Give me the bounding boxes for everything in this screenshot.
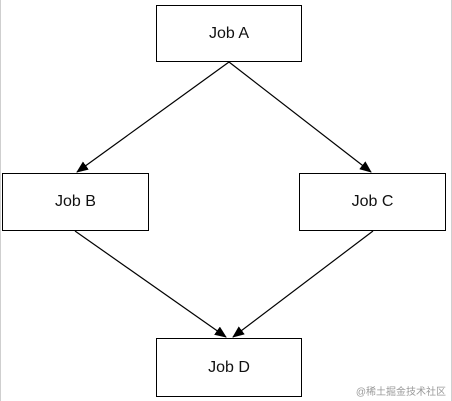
- job-c-label: Job C: [351, 193, 394, 210]
- edge-a-to-c: [228, 61, 372, 173]
- job-d-node: Job D: [156, 338, 302, 397]
- edge-b-to-d: [74, 230, 227, 338]
- job-d-label: Job D: [208, 358, 250, 376]
- job-b-node: Job B: [2, 173, 149, 231]
- job-a-node: Job A: [156, 5, 302, 62]
- frame-left-border: [0, 0, 1, 401]
- watermark-text: @稀土掘金技术社区: [355, 387, 446, 398]
- job-b-label: Job B: [55, 193, 96, 210]
- edge-a-to-b: [76, 61, 230, 173]
- job-a-label: Job A: [208, 24, 250, 42]
- edge-c-to-d: [232, 230, 374, 338]
- job-c-node: Job C: [299, 173, 446, 231]
